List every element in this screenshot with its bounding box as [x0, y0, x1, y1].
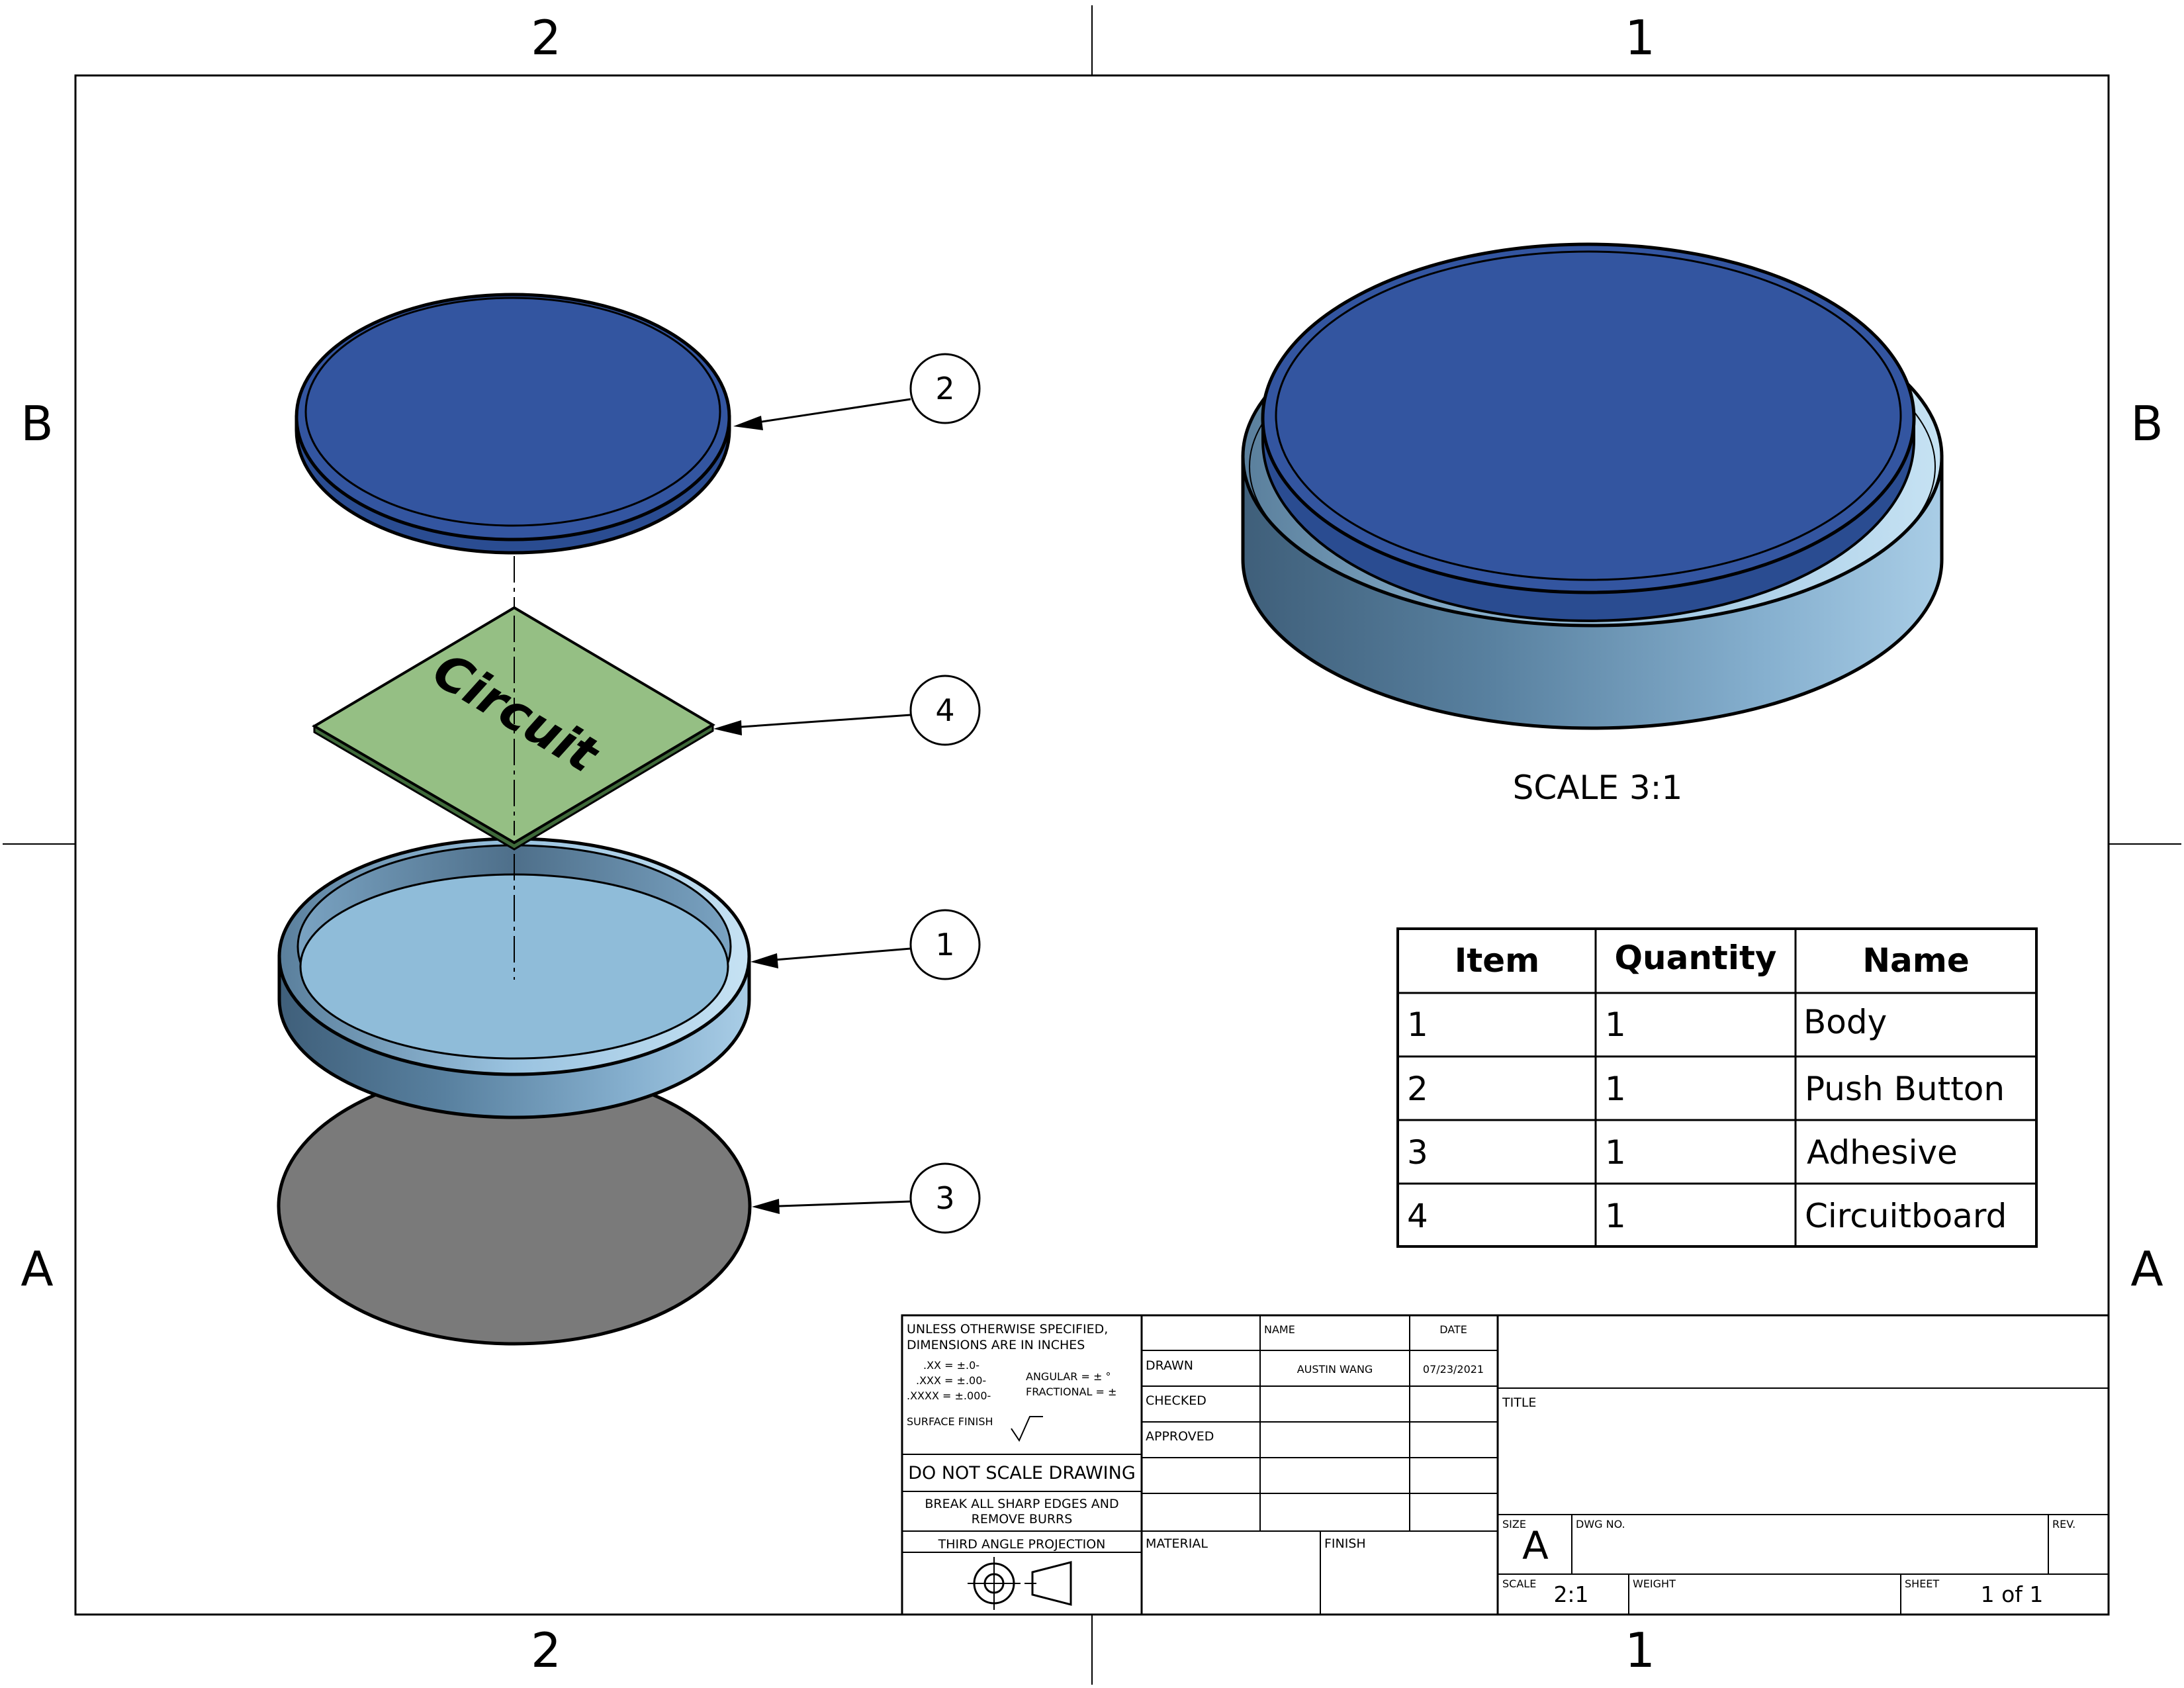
do-not-scale-note: DO NOT SCALE DRAWING	[908, 1463, 1136, 1483]
bom-header-quantity: Quantity	[1615, 939, 1777, 977]
break-edges-note-line2: REMOVE BURRS	[972, 1512, 1073, 1526]
drawn-by-name: AUSTIN WANG	[1297, 1363, 1373, 1376]
detail-view-caption: SCALE 3:1	[1513, 769, 1683, 807]
balloon-2: 2	[733, 353, 981, 430]
bom-cell: 4	[1407, 1197, 1428, 1235]
balloon-3: 3	[752, 1162, 981, 1234]
title-block: UNLESS OTHERWISE SPECIFIED, DIMENSIONS A…	[901, 1314, 2110, 1616]
bom-cell: 1	[1407, 1006, 1428, 1044]
name-column-header: NAME	[1264, 1323, 1295, 1336]
projection-label: THIRD ANGLE PROJECTION	[938, 1537, 1106, 1552]
zone-label-left-B: B	[21, 396, 53, 451]
zone-label-bottom-2: 2	[531, 1622, 561, 1678]
drawn-label: DRAWN	[1146, 1358, 1193, 1373]
bom-cell: 1	[1605, 1070, 1626, 1108]
zone-label-top-2: 2	[531, 10, 561, 66]
body-part	[277, 837, 751, 1119]
break-edges-note-line1: BREAK ALL SHARP EDGES AND	[925, 1497, 1118, 1511]
push-button-part	[295, 293, 731, 555]
weight-label: WEIGHT	[1633, 1577, 1676, 1590]
bom-table: Item Quantity Name 1 1 Body 2 1 Push But…	[1396, 927, 2038, 1248]
bom-cell: 1	[1605, 1197, 1626, 1235]
approved-label: APPROVED	[1146, 1429, 1214, 1444]
third-angle-projection-icon	[968, 1557, 1072, 1610]
bom-cell: Push Button	[1805, 1070, 2005, 1108]
zone-label-bottom-1: 1	[1625, 1622, 1655, 1678]
bom-header-name: Name	[1862, 941, 1970, 980]
circuitboard-part: Circuit	[312, 606, 715, 851]
balloon-1-number: 1	[935, 927, 954, 962]
zone-label-top-1: 1	[1625, 10, 1655, 66]
bom-cell: Adhesive	[1807, 1133, 1958, 1172]
tolerance-xxxx: .XXXX = ±.000-	[907, 1389, 991, 1402]
surface-finish-icon	[1011, 1416, 1043, 1442]
tolerance-note-line1: UNLESS OTHERWISE SPECIFIED,	[907, 1322, 1108, 1336]
drawn-date: 07/23/2021	[1423, 1363, 1484, 1376]
balloon-4: 4	[713, 675, 981, 746]
size-label: SIZE	[1502, 1518, 1526, 1530]
bom-cell: 3	[1407, 1133, 1428, 1172]
exploded-view: Circuit	[277, 293, 752, 1346]
finish-label: FINISH	[1324, 1536, 1366, 1551]
bom-cell: Body	[1803, 1003, 1887, 1041]
balloon-4-number: 4	[935, 692, 954, 728]
sheet-value: 1 of 1	[1981, 1581, 2044, 1607]
size-value: A	[1522, 1523, 1549, 1568]
zone-label-right-B: B	[2130, 396, 2163, 451]
tolerance-note-line2: DIMENSIONS ARE IN INCHES	[907, 1338, 1085, 1352]
surface-finish-label: SURFACE FINISH	[907, 1415, 993, 1428]
checked-label: CHECKED	[1146, 1393, 1206, 1408]
balloon-3-number: 3	[935, 1180, 954, 1216]
scale-value: 2:1	[1553, 1581, 1588, 1607]
bom-cell: 1	[1605, 1006, 1626, 1044]
dwg-no-label: DWG NO.	[1576, 1518, 1625, 1530]
bom-cell: 1	[1605, 1133, 1626, 1172]
zone-label-left-A: A	[21, 1241, 53, 1297]
tolerance-angular: ANGULAR = ± °	[1026, 1370, 1111, 1383]
sheet-label: SHEET	[1905, 1577, 1939, 1590]
tolerance-fractional: FRACTIONAL = ±	[1026, 1385, 1116, 1398]
balloon-2-number: 2	[935, 371, 954, 406]
bom-header-item: Item	[1455, 941, 1540, 980]
tolerance-xx: .XX = ±.0-	[923, 1359, 979, 1372]
balloon-1: 1	[751, 909, 981, 980]
material-label: MATERIAL	[1146, 1536, 1208, 1551]
scale-label: SCALE	[1502, 1577, 1536, 1590]
bom-cell: Circuitboard	[1805, 1197, 2007, 1235]
bom-cell: 2	[1407, 1070, 1428, 1108]
tolerance-xxx: .XXX = ±.00-	[916, 1374, 986, 1387]
assembled-view	[1241, 242, 1944, 730]
zone-label-right-A: A	[2130, 1241, 2163, 1297]
date-column-header: DATE	[1439, 1323, 1467, 1336]
rev-label: REV.	[2052, 1518, 2075, 1530]
title-label: TITLE	[1502, 1395, 1536, 1410]
